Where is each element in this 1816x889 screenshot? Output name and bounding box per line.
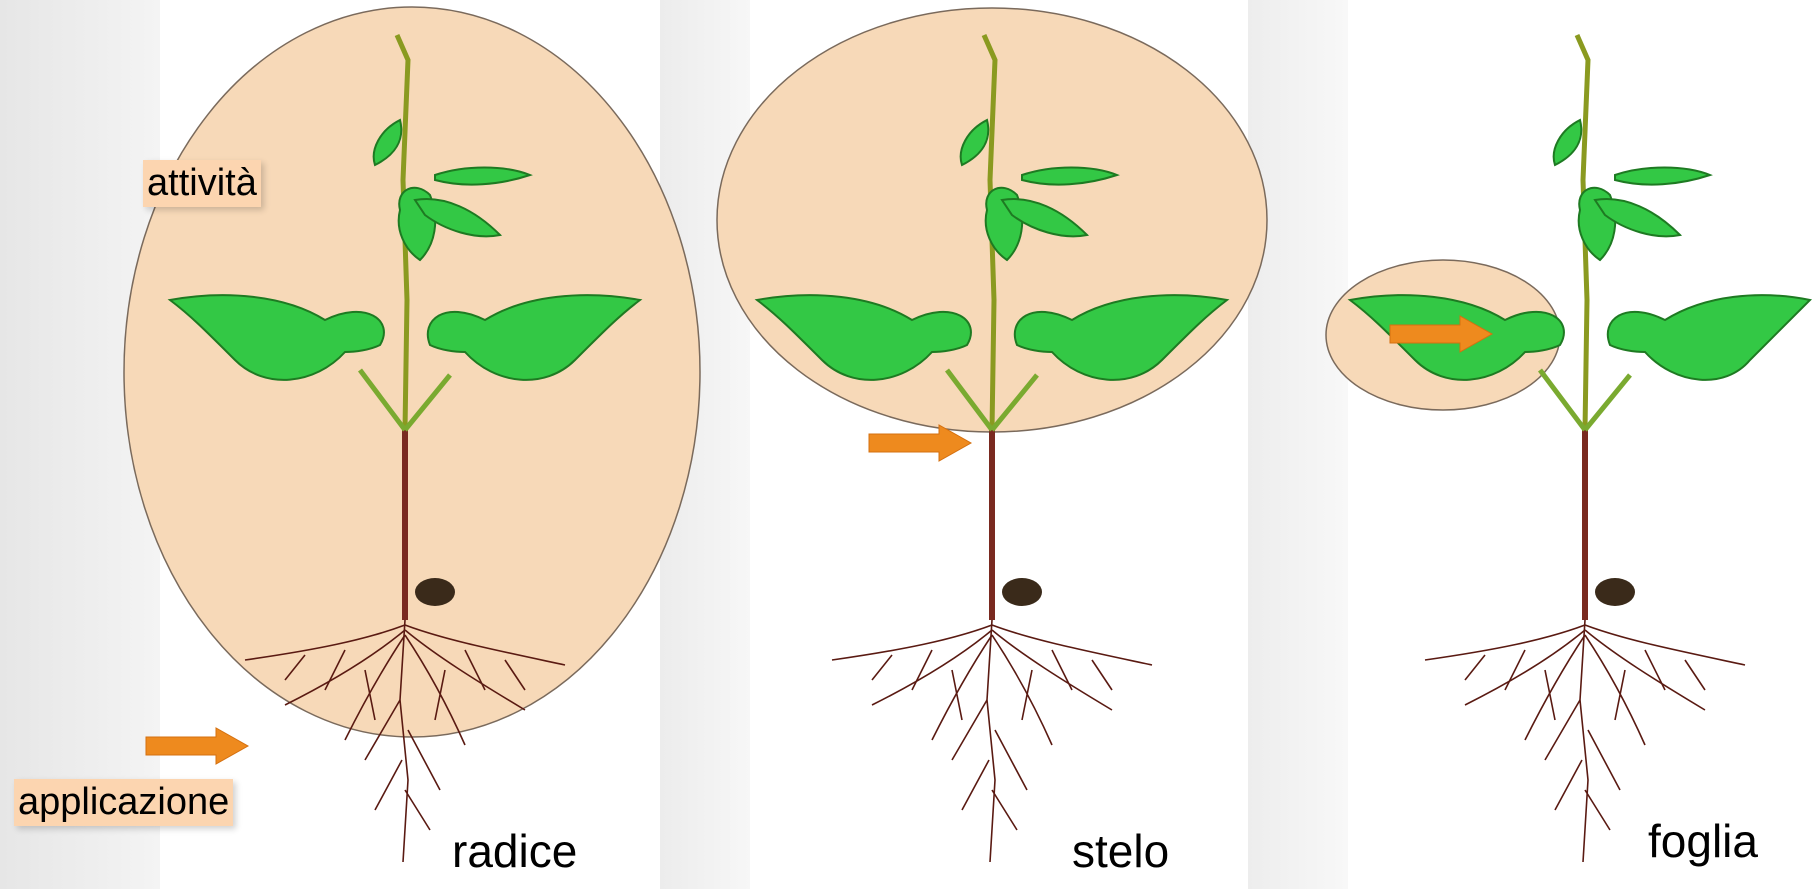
leaf [1615,168,1710,185]
panel-stem [700,0,1280,889]
panel-root-graphic [0,0,700,889]
label-application: applicazione [14,779,233,826]
organ-label-root: radice [452,828,577,874]
arrow [146,728,248,764]
panel-root [0,0,700,889]
organ-label-stem: stelo [1072,828,1169,874]
panel-stem-graphic [700,0,1280,889]
panel-leaf [1280,0,1816,889]
leaf [1554,120,1582,165]
seed [1595,578,1635,606]
leaf [1608,295,1810,380]
seed [415,578,455,606]
seed [1002,578,1042,606]
plant [1350,35,1810,862]
label-activity: attività [143,160,261,207]
organ-label-leaf: foglia [1648,818,1758,864]
panel-leaf-graphic [1280,0,1816,889]
